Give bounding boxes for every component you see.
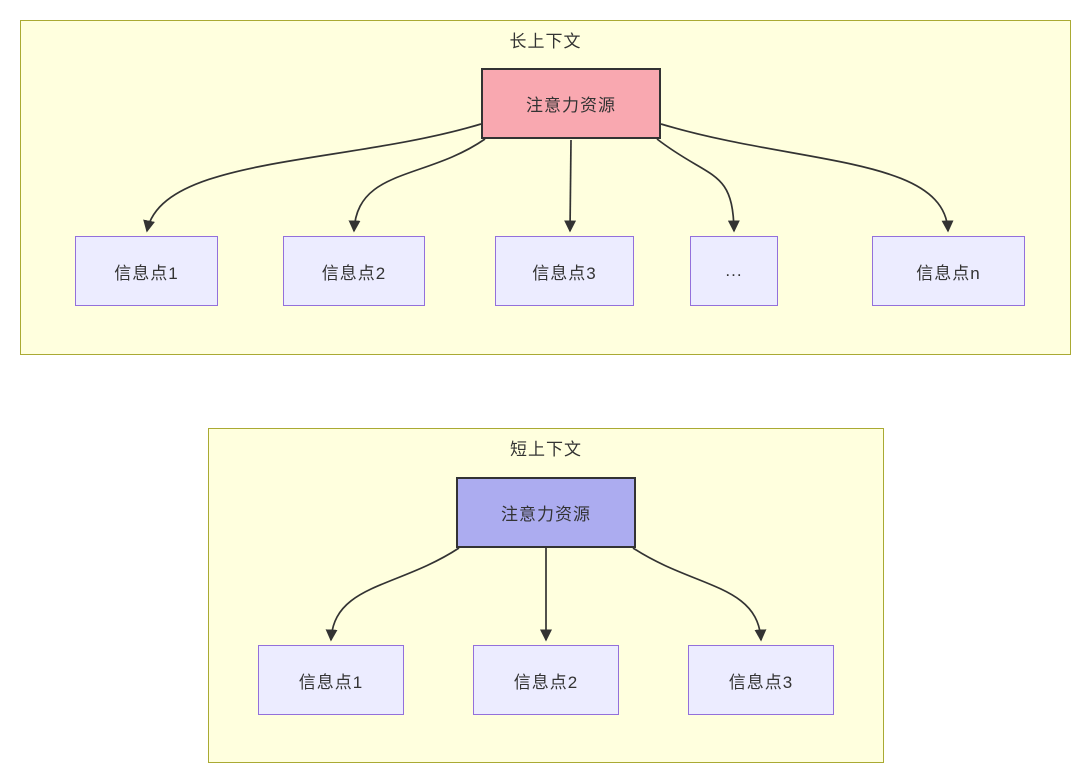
node-info-short-3-label: 信息点3 — [728, 672, 794, 692]
node-info-long-2-label: 信息点2 — [321, 263, 387, 283]
node-info-short-2-label: 信息点2 — [513, 672, 579, 692]
node-info-long-3: 信息点3 — [495, 236, 634, 306]
node-attention-long: 注意力资源 — [481, 68, 661, 139]
node-info-long-n: 信息点n — [872, 236, 1025, 306]
node-attention-long-label: 注意力资源 — [526, 96, 616, 115]
node-attention-short: 注意力资源 — [456, 477, 636, 548]
node-info-long-1-label: 信息点1 — [114, 263, 179, 283]
node-info-long-ellipsis: ... — [690, 236, 778, 306]
node-info-long-2: 信息点2 — [283, 236, 425, 306]
subgraph-long-title: 长上下文 — [509, 32, 582, 51]
node-info-long-3-label: 信息点3 — [532, 263, 597, 283]
node-info-long-ellipsis-label: ... — [725, 261, 743, 280]
subgraph-short-title: 短上下文 — [510, 440, 582, 459]
node-info-short-2: 信息点2 — [473, 645, 619, 715]
node-info-short-1-label: 信息点1 — [298, 672, 364, 692]
node-info-short-1: 信息点1 — [258, 645, 404, 715]
node-info-short-3: 信息点3 — [688, 645, 834, 715]
node-attention-short-label: 注意力资源 — [501, 505, 591, 524]
node-info-long-1: 信息点1 — [75, 236, 218, 306]
node-info-long-n-label: 信息点n — [916, 263, 981, 283]
